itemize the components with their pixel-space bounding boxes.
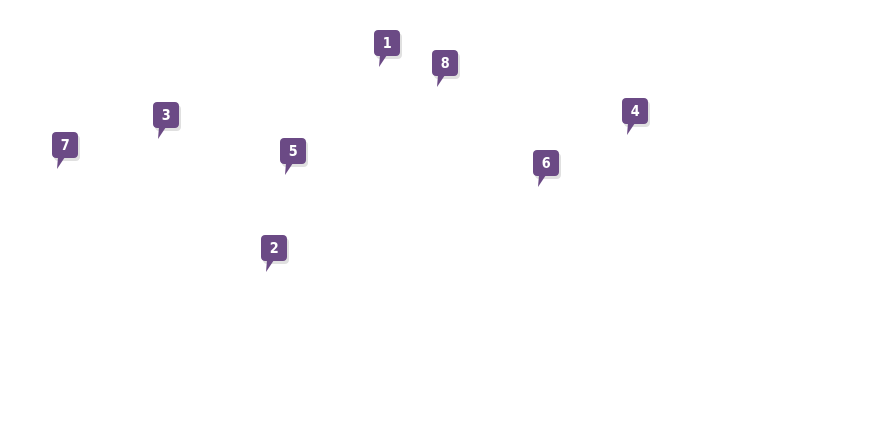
map-marker-4[interactable]: 4 xyxy=(620,96,650,136)
map-marker-5[interactable]: 5 xyxy=(278,136,308,176)
map-marker-3[interactable]: 3 xyxy=(151,100,181,140)
marker-pin-icon xyxy=(153,102,181,139)
map-marker-7[interactable]: 7 xyxy=(50,130,80,170)
marker-pin-icon xyxy=(52,132,80,169)
map-marker-8[interactable]: 8 xyxy=(430,48,460,88)
marker-pin-icon xyxy=(374,30,402,67)
map-marker-2[interactable]: 2 xyxy=(259,233,289,273)
marker-pin-icon xyxy=(261,235,289,272)
marker-pin-icon xyxy=(533,150,561,187)
map-marker-1[interactable]: 1 xyxy=(372,28,402,68)
map-marker-6[interactable]: 6 xyxy=(531,148,561,188)
marker-pin-icon xyxy=(432,50,460,87)
marker-pin-icon xyxy=(280,138,308,175)
marker-pin-icon xyxy=(622,98,650,135)
